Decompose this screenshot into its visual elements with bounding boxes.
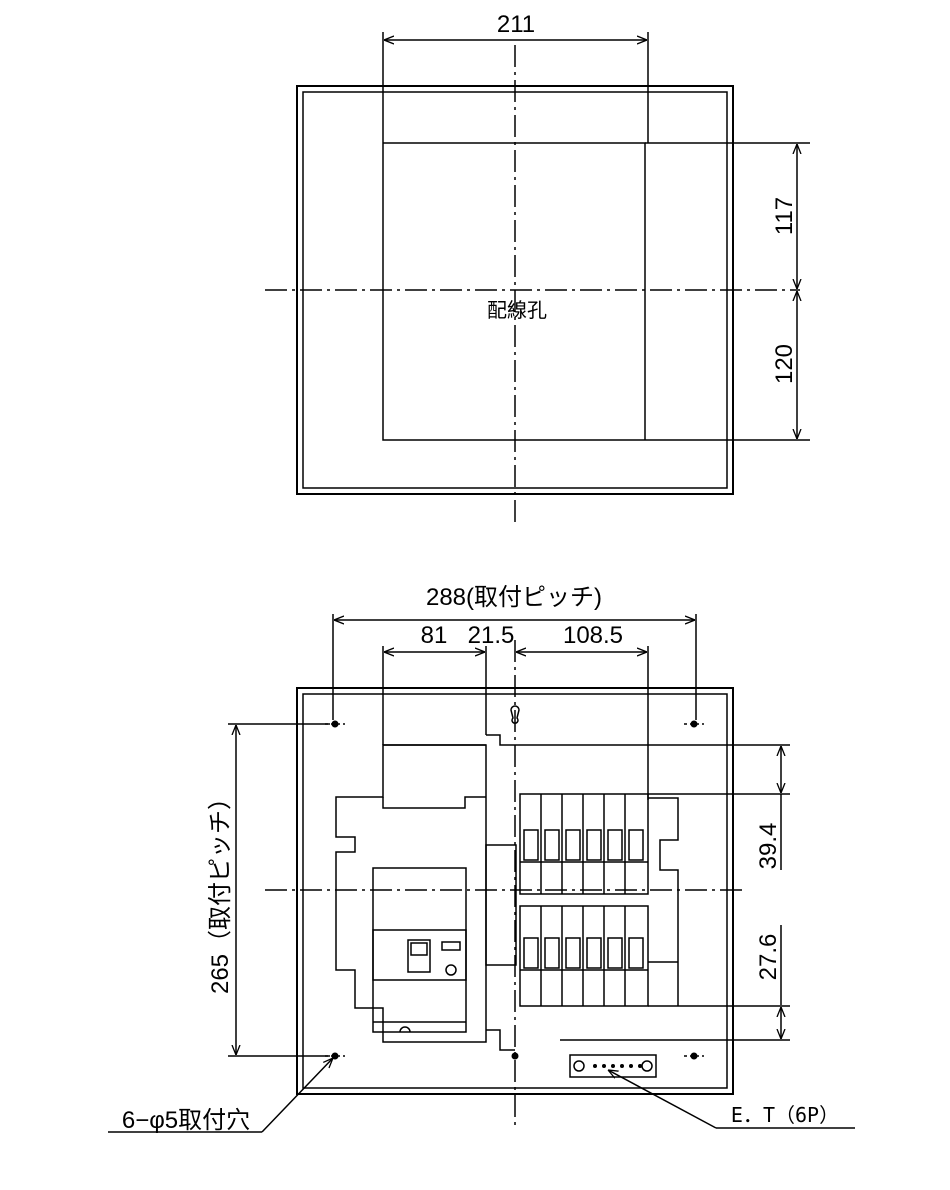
dimension-27-6: 27.6 [755,934,782,981]
earth-terminal-block [569,1054,657,1078]
dimension-288-pitch: 288(取付ピッチ) [426,584,602,611]
breaker-indicator [441,941,461,951]
terminal-screw-icon [641,1060,653,1072]
keyhole-icon [510,705,520,724]
branch-breaker-handle [523,829,539,861]
breaker-terminal [399,1026,411,1033]
branch-breaker-handle [544,937,560,969]
branch-breaker-handle [586,829,602,861]
branch-breaker-handle [565,937,581,969]
dimension-265-pitch: 265（取付ピッチ） [207,786,234,994]
branch-breaker-handle [628,829,644,861]
dimension-21-5: 21.5 [468,622,515,649]
branch-breaker-handle [523,937,539,969]
breaker-handle [407,939,431,973]
breaker-handle-window [410,942,428,956]
mounting-hole-icon [511,1052,519,1060]
dimension-211: 211 [497,11,535,38]
branch-breaker-block-upper [519,793,649,895]
branch-breaker-handle [544,829,560,861]
breaker-face [372,929,467,981]
leader-mount-holes [261,1058,333,1133]
front-view: 288(取付ピッチ) 81 21.5 108.5 265（取付ピッチ） 39.4… [108,584,855,1134]
mounting-hole-icon [684,1052,704,1060]
branch-breaker-handle [628,937,644,969]
branch-breaker-block-lower [519,905,649,1007]
dimension-81: 81 [421,622,448,649]
branch-breaker-handle [607,937,623,969]
main-breaker-housing [335,744,487,1043]
branch-breaker-handle [586,937,602,969]
breaker-upper-step [382,796,486,809]
terminal-screw-icon [573,1060,585,1072]
dimension-117: 117 [771,197,798,235]
mounting-hole-icon [325,720,345,728]
branch-rail-side [648,797,679,1006]
test-button-icon [445,964,457,976]
bus-bar [485,844,517,966]
top-view: 211 117 120 配線孔 [265,11,810,526]
branch-breaker-handle [607,829,623,861]
wiring-hole-label: 配線孔 [487,299,547,322]
dimension-120: 120 [771,344,798,384]
mount-holes-label: 6−φ5取付穴 [122,1107,250,1134]
earth-terminal-label: E．T（6P） [731,1103,839,1127]
leader-earth-terminal [608,1070,717,1129]
branch-row-outline [519,793,649,895]
branch-breaker-handle [565,829,581,861]
dimension-39-4: 39.4 [755,823,782,870]
bus-bar-outline [486,734,515,1051]
branch-row-outline [519,905,649,1007]
mounting-hole-icon [684,720,704,728]
dimension-108-5: 108.5 [563,622,623,649]
wiring-hole-outline [382,142,650,441]
